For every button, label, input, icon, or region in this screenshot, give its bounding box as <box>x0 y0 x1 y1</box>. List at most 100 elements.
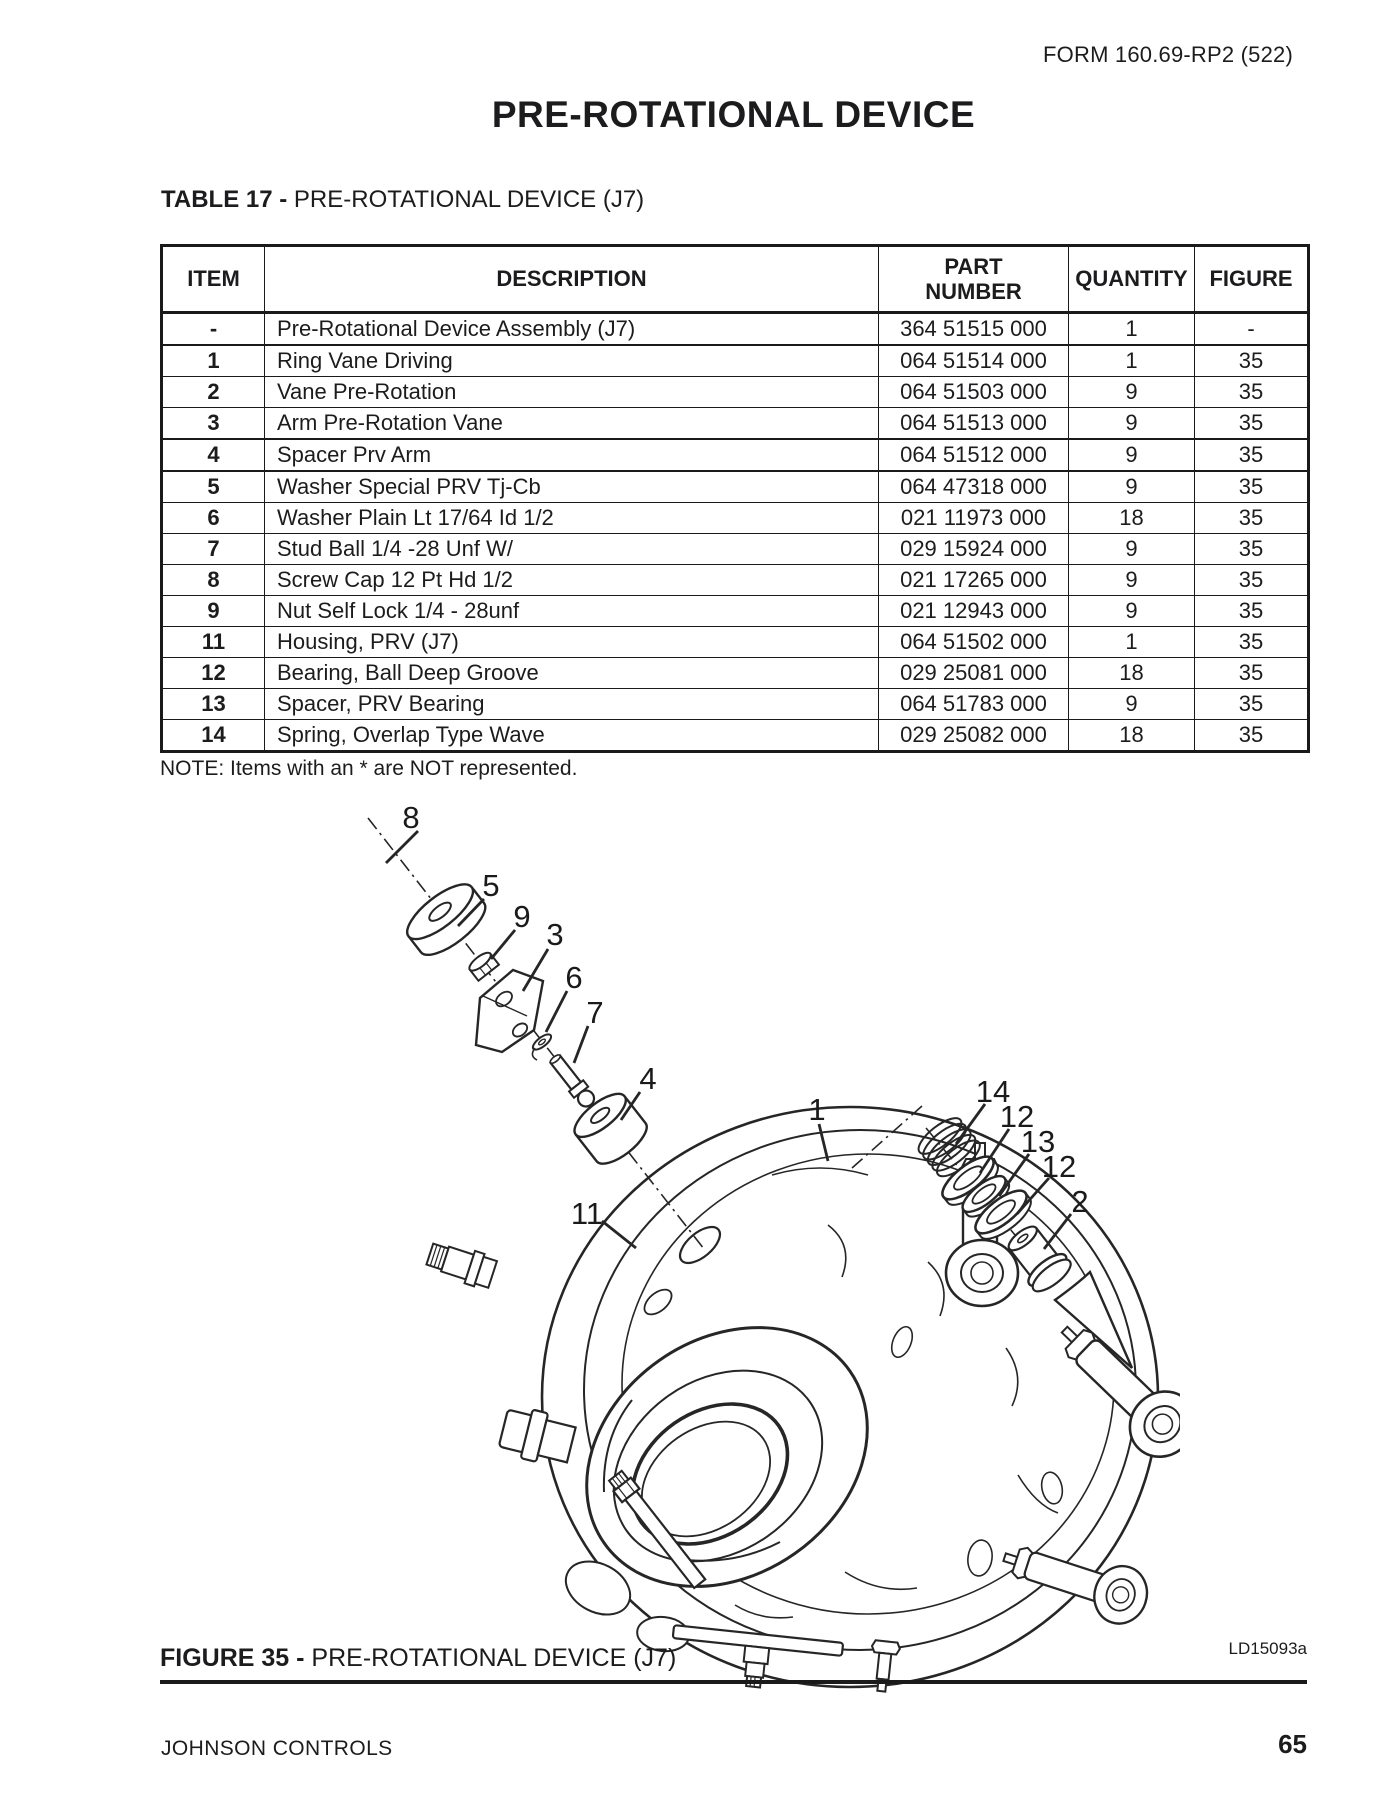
col-header-figure: FIGURE <box>1194 245 1309 314</box>
cell-figure: 35 <box>1194 344 1309 377</box>
table-title-prefix: TABLE 17 - <box>161 186 294 213</box>
housing-bottom-right-arm <box>1002 1546 1149 1625</box>
cell-part-number: 064 51502 000 <box>878 626 1069 658</box>
cell-part-number: 064 51512 000 <box>878 438 1069 472</box>
cell-part-number: 021 12943 000 <box>878 595 1069 627</box>
cell-figure: 35 <box>1194 407 1309 440</box>
callout-1: 1 <box>808 1092 825 1127</box>
cell-part-number: 021 17265 000 <box>878 564 1069 596</box>
cell-part-number: 064 47318 000 <box>878 470 1069 503</box>
callout-12a: 12 <box>1000 1099 1034 1134</box>
cell-quantity: 1 <box>1068 312 1195 346</box>
part-12-bearing-b <box>974 1189 1032 1240</box>
cell-quantity: 9 <box>1068 533 1195 565</box>
table-row: 2 Vane Pre-Rotation 064 51503 000 9 35 <box>161 376 1309 408</box>
parts-table: ITEM DESCRIPTION PART NUMBER QUANTITY FI… <box>160 244 1310 753</box>
table-row: 12 Bearing, Ball Deep Groove 029 25081 0… <box>161 657 1309 689</box>
cell-figure: 35 <box>1194 719 1309 752</box>
col-header-item: ITEM <box>161 245 265 314</box>
col-header-part-number: PART NUMBER <box>878 245 1069 314</box>
table-row: 13 Spacer, PRV Bearing 064 51783 000 9 3… <box>161 688 1309 720</box>
table-note: NOTE: Items with an * are NOT represente… <box>160 757 578 780</box>
cell-description: Washer Plain Lt 17/64 Id 1/2 <box>264 502 879 534</box>
cell-figure: 35 <box>1194 657 1309 689</box>
cell-figure: 35 <box>1194 470 1309 503</box>
table-row: 8 Screw Cap 12 Pt Hd 1/2 021 17265 000 9… <box>161 564 1309 596</box>
housing-right-arm <box>1060 1325 1180 1459</box>
housing-splined-stud <box>425 1242 499 1290</box>
cell-item: 1 <box>161 344 265 377</box>
cell-item: 5 <box>161 470 265 503</box>
cell-quantity: 9 <box>1068 564 1195 596</box>
cell-quantity: 9 <box>1068 376 1195 408</box>
page-number: 65 <box>1278 1729 1307 1759</box>
cell-item: 12 <box>161 657 265 689</box>
table-row: 9 Nut Self Lock 1/4 - 28unf 021 12943 00… <box>161 595 1309 627</box>
cell-figure: 35 <box>1194 688 1309 720</box>
cell-description: Stud Ball 1/4 -28 Unf W/ <box>264 533 879 565</box>
table-row: 11 Housing, PRV (J7) 064 51502 000 1 35 <box>161 626 1309 658</box>
cell-figure: 35 <box>1194 502 1309 534</box>
cell-item: 3 <box>161 407 265 440</box>
cell-figure: 35 <box>1194 564 1309 596</box>
cell-item: 13 <box>161 688 265 720</box>
table-row: - Pre-Rotational Device Assembly (J7) 36… <box>161 312 1309 346</box>
table-row: 14 Spring, Overlap Type Wave 029 25082 0… <box>161 719 1309 752</box>
housing-bottom-studs <box>636 1615 901 1693</box>
cell-part-number: 029 25082 000 <box>878 719 1069 752</box>
table-title-text: PRE-ROTATIONAL DEVICE (J7) <box>293 186 645 213</box>
part-4-spacer <box>573 1092 648 1165</box>
cell-part-number: 064 51514 000 <box>878 344 1069 377</box>
part-6-washer <box>531 1033 553 1061</box>
table-row: 6 Washer Plain Lt 17/64 Id 1/2 021 11973… <box>161 502 1309 534</box>
col-header-quantity: QUANTITY <box>1068 245 1195 314</box>
part-5-washer <box>406 883 487 956</box>
cell-figure: 35 <box>1194 626 1309 658</box>
cell-description: Arm Pre-Rotation Vane <box>264 407 879 440</box>
cell-item: 14 <box>161 719 265 752</box>
part-12-bearing-a <box>941 1155 999 1206</box>
cell-description: Spring, Overlap Type Wave <box>264 719 879 752</box>
cell-description: Bearing, Ball Deep Groove <box>264 657 879 689</box>
table-title: TABLE 17 - PRE-ROTATIONAL DEVICE (J7) <box>161 186 644 214</box>
cell-description: Washer Special PRV Tj-Cb <box>264 470 879 503</box>
form-number: FORM 160.69-RP2 (522) <box>1043 42 1293 67</box>
cell-item: 7 <box>161 533 265 565</box>
cell-description: Spacer, PRV Bearing <box>264 688 879 720</box>
part-7-stud <box>548 1053 596 1108</box>
cell-description: Nut Self Lock 1/4 - 28unf <box>264 595 879 627</box>
cell-description: Housing, PRV (J7) <box>264 626 879 658</box>
cell-item: 11 <box>161 626 265 658</box>
cell-item: 9 <box>161 595 265 627</box>
cell-item: 2 <box>161 376 265 408</box>
callout-14: 14 <box>976 1074 1010 1109</box>
cell-part-number: 064 51503 000 <box>878 376 1069 408</box>
cell-quantity: 9 <box>1068 595 1195 627</box>
header-row: ITEM DESCRIPTION PART NUMBER QUANTITY FI… <box>161 245 1309 314</box>
cell-quantity: 9 <box>1068 407 1195 440</box>
table-row: 3 Arm Pre-Rotation Vane 064 51513 000 9 … <box>161 407 1309 440</box>
cell-figure: 35 <box>1194 438 1309 472</box>
callout-7: 7 <box>586 995 603 1030</box>
table-row: 5 Washer Special PRV Tj-Cb 064 47318 000… <box>161 470 1309 503</box>
cell-item: 4 <box>161 438 265 472</box>
cell-quantity: 9 <box>1068 438 1195 472</box>
cell-quantity: 9 <box>1068 688 1195 720</box>
callout-4: 4 <box>639 1061 656 1096</box>
cell-quantity: 18 <box>1068 719 1195 752</box>
cell-figure: 35 <box>1194 533 1309 565</box>
footer-company: JOHNSON CONTROLS <box>161 1737 393 1760</box>
drawing-code: LD15093a <box>1228 1639 1307 1658</box>
cell-part-number: 029 15924 000 <box>878 533 1069 565</box>
callout-5: 5 <box>482 868 499 903</box>
cell-quantity: 9 <box>1068 470 1195 503</box>
cell-item: 8 <box>161 564 265 596</box>
part-11-housing <box>425 1105 1180 1693</box>
cell-part-number: 364 51515 000 <box>878 312 1069 346</box>
cell-part-number: 064 51513 000 <box>878 407 1069 440</box>
part-9-nut <box>468 951 501 983</box>
axis-line-left <box>367 817 705 1250</box>
cell-figure: - <box>1194 312 1309 346</box>
callout-13: 13 <box>1021 1124 1055 1159</box>
callout-3: 3 <box>546 917 563 952</box>
